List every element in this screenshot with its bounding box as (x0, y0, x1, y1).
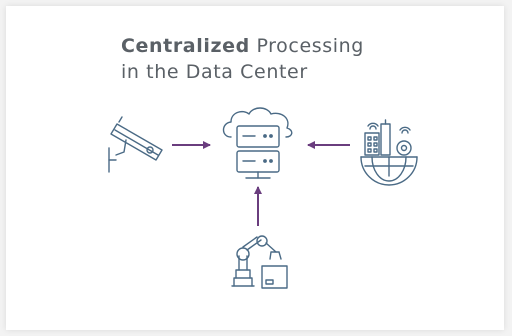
title-line-1: Centralized Processing (121, 33, 364, 59)
smart-city-globe-icon (360, 119, 418, 186)
diagram-card (6, 6, 504, 330)
title-line-2: in the Data Center (121, 61, 308, 83)
title-bold-word: Centralized (121, 35, 250, 57)
cloud-server-icon (222, 107, 293, 179)
security-camera-icon (108, 116, 163, 173)
diagram-title: Centralized Processing in the Data Cente… (121, 33, 364, 85)
title-rest: Processing (256, 35, 364, 57)
robotic-arm-icon (231, 235, 288, 289)
